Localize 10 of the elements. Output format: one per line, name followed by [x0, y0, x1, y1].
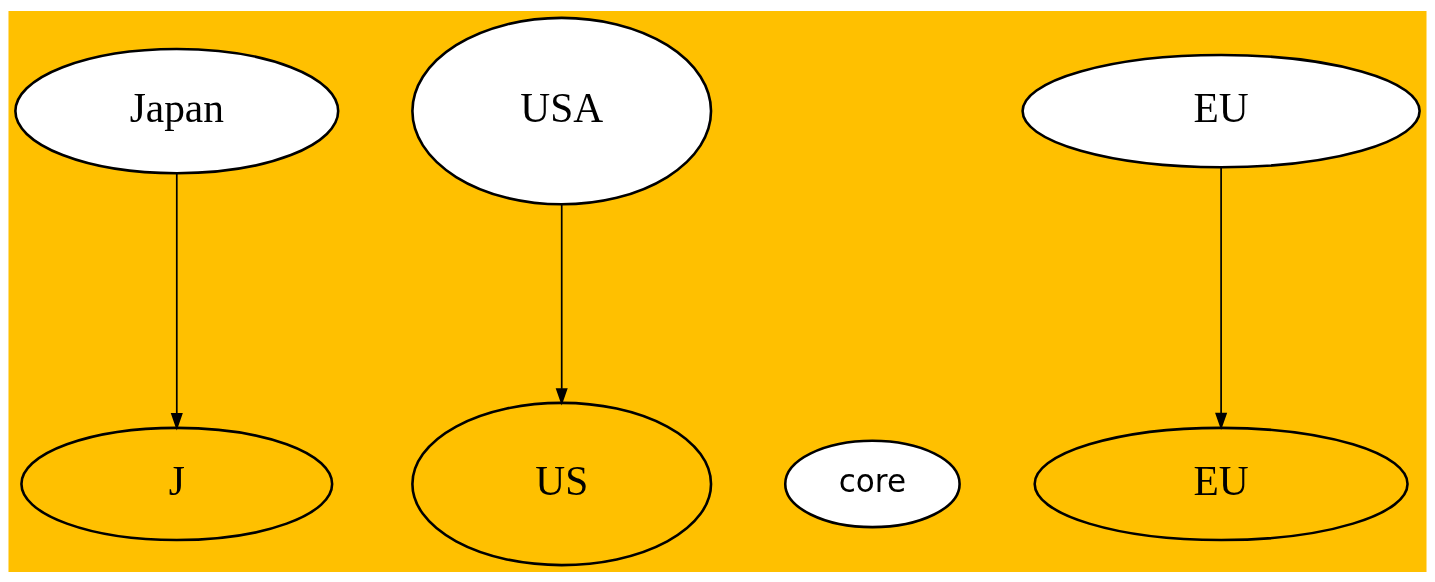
node-ellipse: EU: [1033, 426, 1409, 541]
arrow: [1215, 166, 1228, 430]
arrow: [555, 203, 568, 405]
node-ellipse: US: [411, 401, 713, 566]
node-ellipse: EU: [1021, 53, 1421, 168]
arrow: [170, 172, 183, 430]
node-ellipse: core: [783, 439, 961, 528]
node-ellipse: USA: [411, 16, 713, 206]
node-ellipse: J: [20, 426, 334, 541]
node-ellipse: Japan: [14, 47, 340, 175]
